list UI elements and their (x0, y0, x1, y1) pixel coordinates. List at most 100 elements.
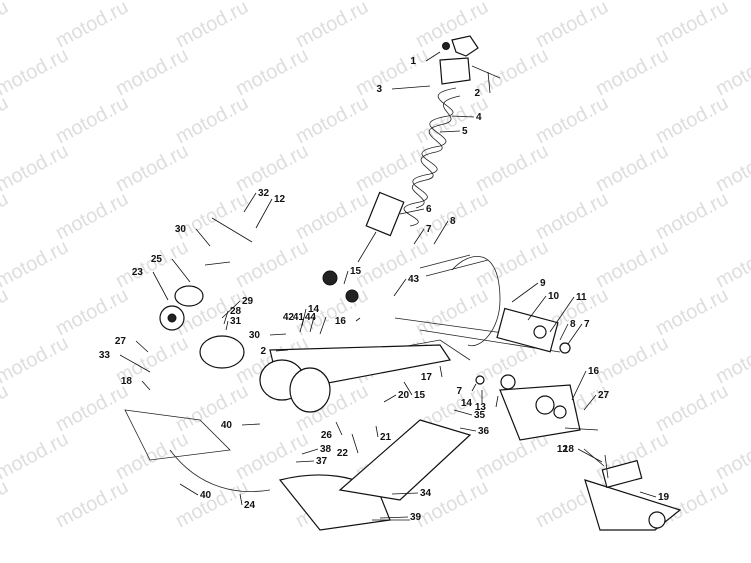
watermark-text: motod.ru (292, 188, 372, 244)
part-number-label: 15 (350, 266, 362, 277)
watermark-text: motod.ru (532, 188, 612, 244)
callout-leader-line (567, 323, 583, 345)
watermark-text: motod.ru (412, 0, 492, 52)
part-number-label: 25 (151, 254, 163, 265)
callout-leader-line (275, 349, 289, 352)
part-number-label: 8 (450, 216, 456, 227)
watermark-text: motod.ru (292, 0, 372, 52)
part-number-label: 28 (230, 306, 242, 317)
part-number-label: 27 (115, 336, 127, 347)
part-number-label: 10 (548, 291, 560, 302)
callout-leader-line (299, 316, 305, 333)
watermark-text: motod.ru (712, 236, 751, 292)
watermark-text: motod.ru (532, 92, 612, 148)
callout-leader-line (639, 491, 657, 498)
part-number-label: 12 (274, 194, 286, 205)
callout-leader-line (413, 228, 425, 245)
callout-leader-line (301, 448, 319, 455)
watermark-text: motod.ru (292, 92, 372, 148)
part-number-label: 31 (230, 316, 242, 327)
watermark-text: motod.ru (52, 476, 132, 532)
watermark-text: motod.ru (172, 0, 252, 52)
callout-leader-line (343, 270, 349, 285)
callout-leader-line (269, 333, 287, 336)
watermark-text: motod.ru (172, 380, 252, 436)
part-number-label: 30 (175, 224, 187, 235)
callout-leader-line (221, 300, 241, 319)
part-number-label: 37 (316, 456, 328, 467)
callout-leader-line (433, 220, 449, 245)
watermark-text: motod.ru (0, 476, 12, 532)
part-number-label: 7 (584, 319, 590, 330)
watermark-text: motod.ru (712, 140, 751, 196)
callout-leader-line (355, 317, 361, 322)
part-number-label: 19 (658, 492, 670, 503)
watermark-text: motod.ru (712, 428, 751, 484)
part-number-label: 18 (121, 376, 133, 387)
watermark-text: motod.ru (652, 284, 732, 340)
watermark-text: motod.ru (592, 140, 672, 196)
part-number-label: 14 (308, 304, 320, 315)
part-number-label: 42 (283, 312, 295, 323)
callout-leader-line (351, 433, 359, 454)
watermark-text: motod.ru (0, 0, 12, 52)
part-number-label: 36 (478, 426, 490, 437)
part-number-label: 26 (321, 430, 333, 441)
part-number-label: 33 (99, 350, 111, 361)
callout-leader-line (393, 278, 407, 297)
part-number-label: 40 (200, 490, 212, 501)
part-number-label: 27 (598, 390, 610, 401)
callout-leader-line (239, 493, 243, 506)
part-number-label: 2 (260, 346, 266, 357)
callout-leader-line (425, 51, 441, 62)
callout-leader-line (295, 460, 315, 463)
callout-leader-line (471, 383, 477, 392)
callout-leader-line (195, 228, 211, 247)
callout-leader-line (152, 271, 169, 301)
callout-leader-line (119, 354, 151, 373)
callout-leader-line (241, 423, 261, 426)
callout-leader-line (559, 323, 569, 341)
watermark-text: motod.ru (0, 284, 12, 340)
part-number-label: 9 (540, 278, 546, 289)
part-number-label: 7 (456, 386, 462, 397)
part-number-label: 7 (426, 224, 432, 235)
watermark-text: motod.ru (112, 140, 192, 196)
watermark-text: motod.ru (532, 0, 612, 52)
part-number-label: 41 (293, 312, 305, 323)
callout-leader-line (403, 381, 413, 396)
watermark-text: motod.ru (412, 284, 492, 340)
callout-leader-line (459, 427, 477, 432)
part-number-label: 3 (376, 84, 382, 95)
watermark-text: motod.ru (592, 332, 672, 388)
part-number-label: 43 (408, 274, 420, 285)
part-number-label: 11 (576, 292, 587, 303)
watermark-text: motod.ru (652, 380, 732, 436)
watermark-text: motod.ru (652, 0, 732, 52)
part-number-label: 32 (258, 188, 270, 199)
watermark-text: motod.ru (52, 92, 132, 148)
callout-leader-line (487, 71, 491, 94)
watermark-text: motod.ru (52, 0, 132, 52)
watermark-text: motod.ru (472, 44, 552, 100)
callout-leader-line (527, 295, 547, 321)
part-number-label: 8 (570, 319, 576, 330)
watermark-text: motod.ru (232, 140, 312, 196)
watermark-text: motod.ru (232, 44, 312, 100)
watermark-text: motod.ru (472, 140, 552, 196)
part-number-label: 13 (475, 402, 487, 413)
callout-leader-line (399, 208, 425, 215)
callout-leader-line (135, 340, 149, 353)
watermark-text: motod.ru (0, 236, 72, 292)
part-number-label: 30 (249, 330, 261, 341)
watermark-text: motod.ru (112, 44, 192, 100)
callout-leader-line (453, 409, 473, 416)
callout-leader-line (495, 395, 499, 408)
part-number-label: 20 (398, 390, 410, 401)
part-number-label: 17 (421, 372, 433, 383)
part-number-label: 16 (588, 366, 600, 377)
watermark-text: motod.ru (652, 92, 732, 148)
watermark-text: motod.ru (172, 92, 252, 148)
